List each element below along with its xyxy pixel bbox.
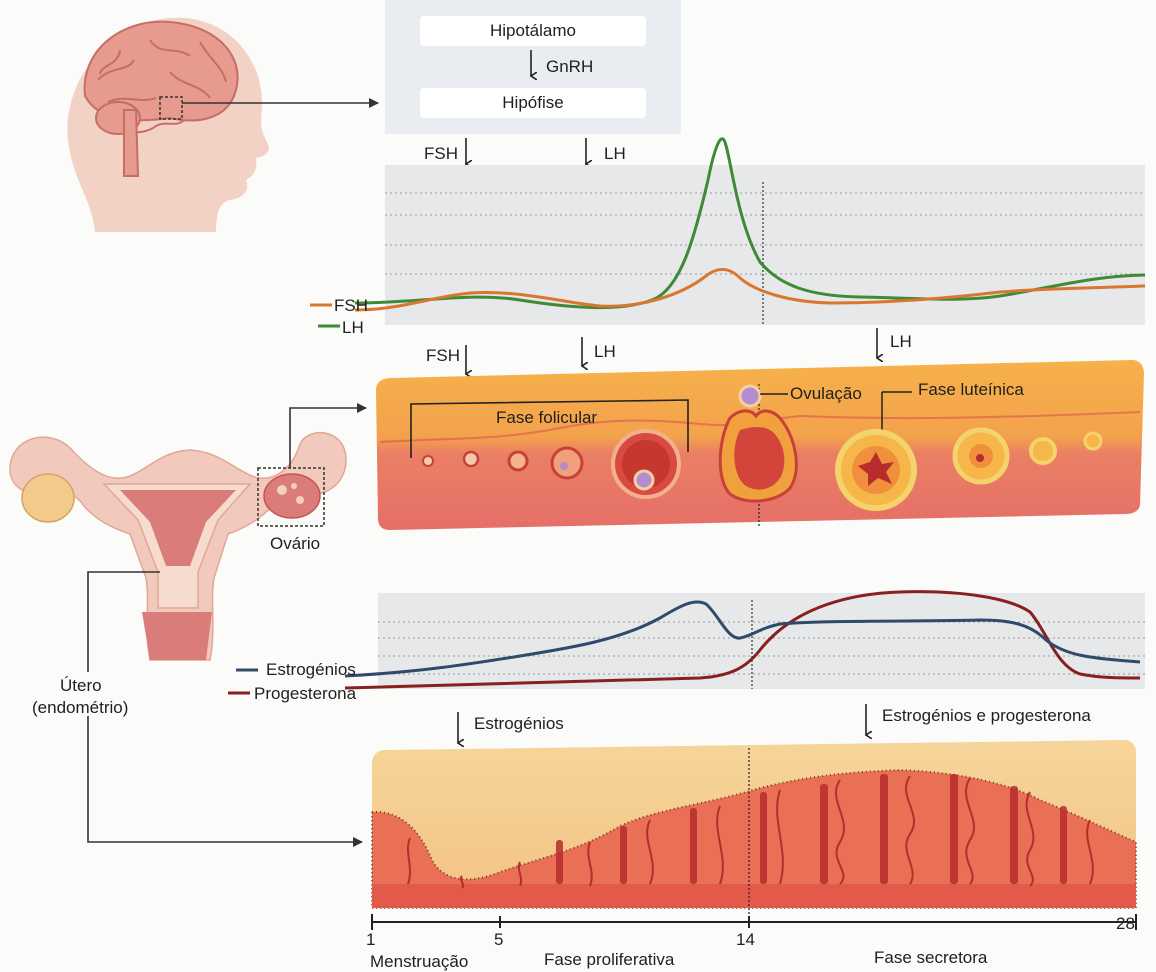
ovary-panel (376, 360, 1144, 530)
timeline-axis (371, 914, 1137, 930)
estrogen-arrow-label: Estrogénios (474, 714, 564, 733)
corpus-albicans-2 (1083, 431, 1103, 451)
day-14-label: 14 (736, 930, 755, 949)
head-illustration (67, 17, 379, 233)
uterus-label: Útero (60, 676, 102, 695)
follicular-phase-label: Fase folicular (496, 408, 598, 427)
luteal-phase-label: Fase luteínica (918, 380, 1024, 399)
gonadotropin-chart (310, 137, 1146, 328)
day-5-label: 5 (494, 930, 504, 949)
lh-curve (354, 137, 1146, 310)
legend-progesterone: Progesterona (254, 684, 357, 703)
follicle-1 (422, 455, 434, 467)
pituitary-label: Hipófise (420, 88, 646, 118)
endometrium-panel (371, 740, 1137, 918)
ovulation-label: Ovulação (790, 384, 862, 403)
uterus-illustration (9, 403, 367, 847)
endometrium-label: (endométrio) (32, 698, 129, 717)
day-1-label: 1 (366, 930, 376, 949)
follicle-2 (462, 450, 480, 468)
gnrh-label: GnRH (546, 57, 594, 76)
steroid-chart (228, 590, 1145, 695)
lh-arrow-label-top: LH (604, 144, 626, 163)
ovary-label: Ovário (270, 534, 321, 553)
follicle-4 (550, 446, 584, 480)
estrogen-progesterone-arrow-label: Estrogénios e progesterona (882, 706, 1091, 725)
legend-estrogen: Estrogénios (266, 660, 356, 679)
hypothalamus-label: Hipotálamo (420, 16, 646, 46)
corpus-albicans-1 (1029, 437, 1057, 465)
progesterone-curve (344, 590, 1141, 690)
menstruation-label: Menstruação (370, 952, 469, 971)
secretory-phase-label: Fase secretora (874, 948, 988, 967)
follicle-3 (507, 450, 529, 472)
fsh-arrow-label-top: FSH (424, 144, 458, 163)
lh-arrow-label-luteal: LH (890, 332, 912, 351)
legend-lh: LH (342, 318, 364, 337)
proliferative-phase-label: Fase proliferativa (544, 950, 675, 969)
legend-fsh: FSH (334, 296, 368, 315)
fsh-curve (354, 268, 1146, 312)
day-28-label: 28 (1116, 914, 1135, 933)
lh-arrow-label-ovary: LH (594, 342, 616, 361)
fsh-arrow-label-ovary: FSH (426, 346, 460, 365)
oocyte-released (738, 384, 762, 408)
estrogen-curve (344, 600, 1141, 678)
